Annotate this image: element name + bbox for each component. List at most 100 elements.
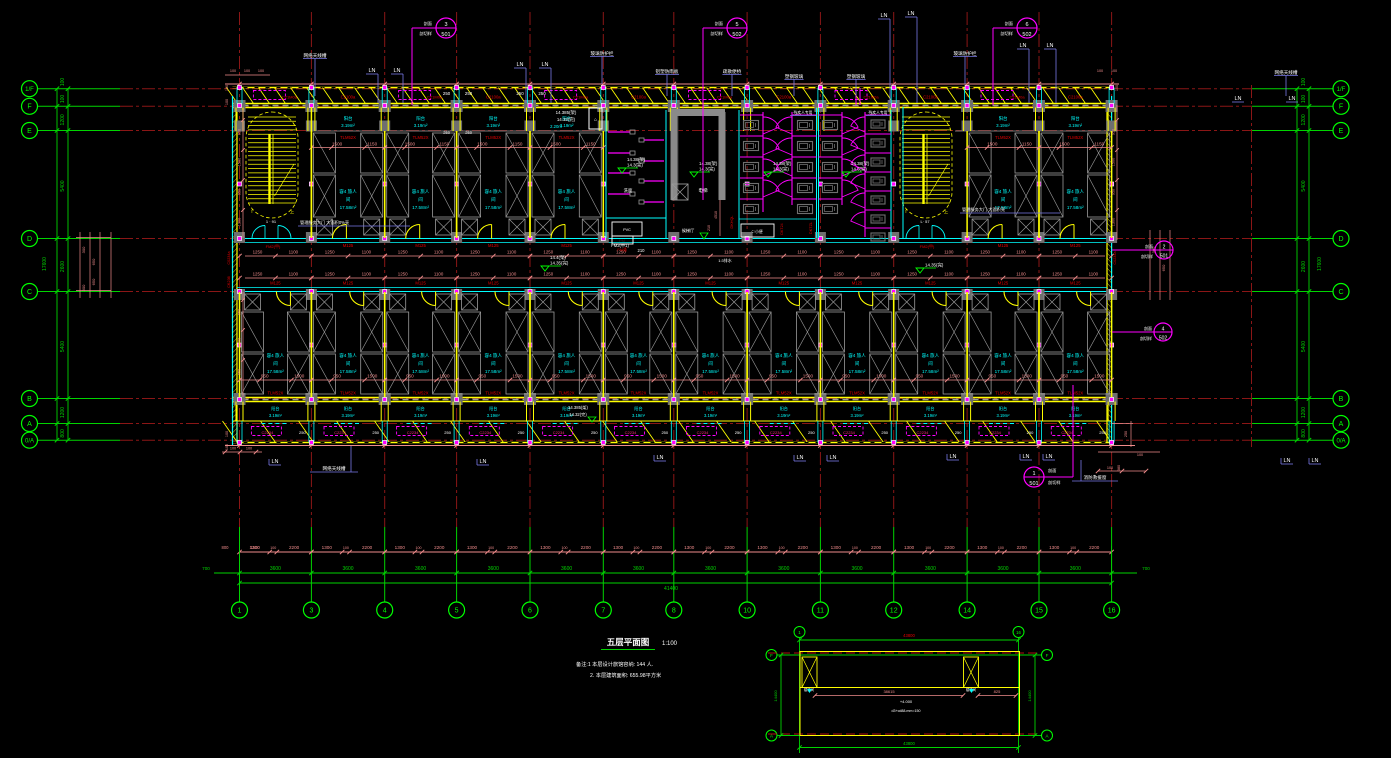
svg-text:3.19m²: 3.19m²	[777, 413, 791, 418]
svg-text:1300: 1300	[904, 545, 915, 550]
svg-text:2: 2	[1163, 245, 1166, 251]
svg-text:250: 250	[881, 430, 888, 435]
svg-text:14.38(架): 14.38(架)	[773, 161, 792, 167]
svg-text:M125: M125	[1070, 243, 1081, 248]
svg-text:250: 250	[299, 430, 306, 435]
svg-text:950: 950	[238, 369, 242, 375]
svg-text:F: F	[1339, 104, 1343, 111]
svg-text:380: 380	[1117, 465, 1121, 471]
svg-text:1500: 1500	[987, 142, 998, 147]
svg-text:阳台: 阳台	[926, 405, 934, 412]
svg-text:10: 10	[743, 607, 751, 614]
svg-text:CK236: CK236	[227, 276, 231, 288]
svg-text:3.19m²: 3.19m²	[996, 413, 1010, 418]
svg-text:100: 100	[1137, 453, 1143, 457]
svg-text:M125: M125	[1070, 281, 1081, 286]
svg-text:1500: 1500	[477, 142, 488, 147]
svg-text:M125: M125	[998, 281, 1009, 286]
svg-text:950: 950	[478, 374, 486, 379]
svg-text:250: 250	[465, 130, 472, 135]
svg-text:剖切样: 剖切样	[1140, 335, 1152, 341]
svg-text:100: 100	[633, 546, 639, 550]
svg-text:间: 间	[273, 360, 278, 367]
svg-text:2.20m: 2.20m	[550, 124, 562, 129]
svg-text:容4 旅人: 容4 旅人	[558, 352, 576, 359]
svg-text:800: 800	[60, 429, 66, 438]
svg-text:2200: 2200	[581, 545, 592, 550]
svg-text:1100: 1100	[797, 250, 807, 255]
svg-text:0/A: 0/A	[1336, 439, 1345, 445]
svg-text:1100: 1100	[871, 250, 881, 255]
svg-text:17.58m²: 17.58m²	[558, 205, 575, 210]
svg-text:250: 250	[1027, 430, 1034, 435]
svg-text:6: 6	[528, 607, 532, 614]
svg-text:17.58m²: 17.58m²	[412, 369, 429, 374]
svg-text:TLM52X: TLM52X	[559, 391, 575, 396]
svg-text:1150: 1150	[1022, 142, 1032, 147]
svg-text:1300: 1300	[322, 545, 333, 550]
svg-text:250: 250	[808, 430, 815, 435]
svg-text:LN: LN	[368, 68, 375, 74]
svg-text:14.38(架): 14.38(架)	[627, 157, 646, 163]
svg-text:C2234: C2234	[917, 430, 930, 435]
svg-text:100: 100	[1301, 95, 1307, 104]
svg-text:容4 旅人: 容4 旅人	[994, 188, 1012, 195]
svg-text:1500: 1500	[551, 142, 562, 147]
svg-text:LN: LN	[829, 455, 836, 461]
svg-text:1500: 1500	[294, 374, 305, 379]
svg-text:3600: 3600	[778, 566, 789, 572]
svg-text:消防救援窗: 消防救援窗	[1084, 474, 1107, 481]
svg-text:825: 825	[994, 689, 1001, 694]
svg-text:剖面: 剖面	[715, 20, 723, 27]
svg-text:TLM52X: TLM52X	[995, 391, 1011, 396]
svg-text:阳台: 阳台	[706, 405, 714, 412]
svg-text:3600: 3600	[415, 566, 426, 572]
svg-text:14.3(完): 14.3(完)	[851, 166, 867, 173]
svg-text:2200: 2200	[1089, 545, 1100, 550]
svg-text:250: 250	[735, 430, 742, 435]
svg-text:1250: 1250	[470, 250, 480, 255]
svg-text:950: 950	[624, 374, 632, 379]
svg-text:管理服务大门 大面积0%亮: 管理服务大门 大面积0%亮	[300, 219, 349, 226]
svg-text:容4 旅人: 容4 旅人	[558, 188, 576, 195]
svg-text:LN: LN	[880, 13, 887, 19]
svg-text:100: 100	[925, 546, 931, 550]
svg-text:C2234: C2234	[843, 430, 856, 435]
svg-text:3.19m²: 3.19m²	[704, 413, 718, 418]
svg-text:1500: 1500	[876, 374, 887, 379]
svg-text:C21M0a: C21M0a	[573, 95, 589, 100]
svg-text:100: 100	[416, 546, 422, 550]
svg-text:C2100a: C2100a	[341, 95, 356, 100]
svg-text:3.19m²: 3.19m²	[341, 413, 355, 418]
svg-text:3600: 3600	[997, 566, 1008, 572]
svg-text:1250: 1250	[616, 272, 626, 277]
svg-text:950: 950	[333, 374, 341, 379]
svg-text:2200: 2200	[362, 545, 373, 550]
svg-text:100: 100	[225, 431, 229, 437]
svg-text:100: 100	[230, 447, 236, 451]
svg-text:15: 15	[1035, 607, 1043, 614]
svg-text:阳台: 阳台	[344, 405, 352, 412]
svg-text:14.38(架): 14.38(架)	[851, 161, 870, 167]
svg-text:1500: 1500	[729, 374, 740, 379]
svg-text:14: 14	[963, 607, 971, 614]
svg-text:250: 250	[372, 430, 379, 435]
svg-text:1500: 1500	[367, 374, 378, 379]
svg-text:3.19m²: 3.19m²	[632, 413, 646, 418]
svg-text:PVC: PVC	[623, 228, 631, 232]
svg-text:DKHQL: DKHQL	[730, 215, 734, 228]
svg-text:2600: 2600	[1301, 261, 1307, 272]
svg-text:100: 100	[270, 546, 276, 550]
svg-text:⌂: ⌂	[594, 117, 597, 123]
svg-text:14400: 14400	[773, 690, 778, 702]
svg-text:3.19m²: 3.19m²	[269, 413, 283, 418]
svg-text:候梯厅: 候梯厅	[682, 227, 695, 234]
svg-text:100: 100	[1107, 466, 1113, 470]
svg-text:A: A	[27, 421, 32, 428]
svg-text:容4 旅人: 容4 旅人	[848, 352, 866, 359]
svg-text:100: 100	[852, 546, 858, 550]
svg-text:5400: 5400	[60, 180, 66, 191]
svg-text:C2234: C2234	[770, 430, 783, 435]
svg-text:1150: 1150	[367, 142, 377, 147]
svg-text:1250: 1250	[834, 272, 844, 277]
